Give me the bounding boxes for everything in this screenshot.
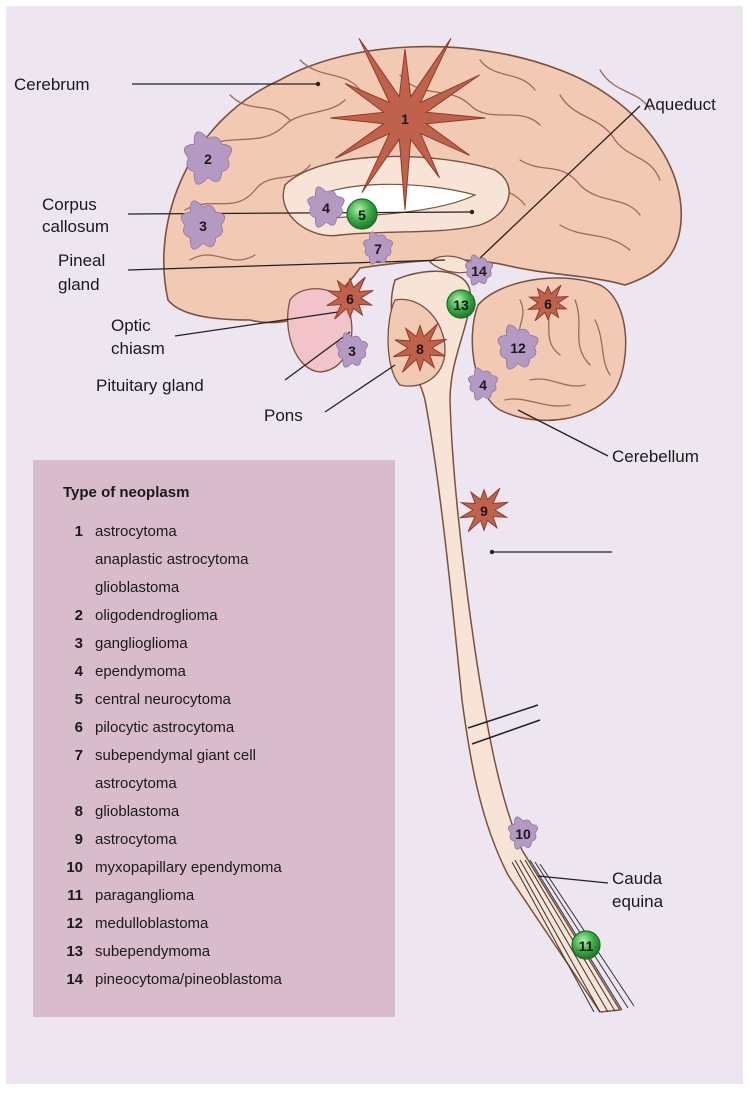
legend-item: 12 medulloblastoma [33, 912, 395, 936]
legend-item-number: 14 [53, 968, 83, 992]
tumour-marker: 5 [347, 199, 377, 229]
legend-item-text: subependymal giant cell [95, 744, 256, 768]
tumour-marker-number: 6 [346, 291, 354, 307]
legend-item-number: 9 [53, 828, 83, 852]
legend-item: 11 paraganglioma [33, 884, 395, 908]
legend-box: Type of neoplasm 1 astrocytoma anaplastic … [33, 460, 395, 1017]
legend-item-number: 7 [53, 744, 83, 768]
label-cerebrum: Cerebrum [14, 75, 90, 94]
legend-item: 4 ependymoma [33, 660, 395, 684]
legend-item-number: 8 [53, 800, 83, 824]
tumour-marker-number: 4 [322, 200, 330, 216]
legend-item: 10 myxopapillary ependymoma [33, 856, 395, 880]
label-optic: Optic [111, 316, 151, 335]
legend-item-number: 11 [53, 884, 83, 908]
legend-item-number: 2 [53, 604, 83, 628]
tumour-marker-number: 7 [374, 241, 382, 257]
tumour-marker-number: 10 [515, 826, 531, 842]
tumour-marker-number: 14 [471, 263, 487, 279]
legend-item: 6 pilocytic astrocytoma [33, 716, 395, 740]
legend-item: 1 astrocytoma [33, 520, 395, 544]
legend-item-text: astrocytoma [95, 772, 177, 796]
label-chiasm: chiasm [111, 339, 165, 358]
legend-item: 14 pineocytoma/pineoblastoma [33, 968, 395, 992]
legend-item-text: astrocytoma [95, 828, 177, 852]
legend-item: 2 oligodendroglioma [33, 604, 395, 628]
legend-item-number: 3 [53, 632, 83, 656]
tumour-marker-number: 9 [480, 503, 488, 519]
legend-title: Type of neoplasm [63, 484, 189, 501]
label-cauda: Cauda [612, 869, 663, 888]
tumour-marker-number: 8 [416, 341, 424, 357]
legend-item: anaplastic astrocytoma [33, 548, 395, 572]
legend-item-text: ganglioglioma [95, 632, 188, 656]
label-pineal: Pineal [58, 251, 105, 270]
label-corpus: Corpus [42, 195, 97, 214]
label-gland: gland [58, 275, 100, 294]
legend-item-text: glioblastoma [95, 576, 179, 600]
legend-item: 9 astrocytoma [33, 828, 395, 852]
tumour-marker-number: 6 [544, 296, 552, 312]
legend-item-text: subependymoma [95, 940, 210, 964]
label-pituitary: Pituitary gland [96, 376, 204, 395]
label-callosum: callosum [42, 217, 109, 236]
legend-item-text: medulloblastoma [95, 912, 208, 936]
legend-item-number: 10 [53, 856, 83, 880]
legend-item: astrocytoma [33, 772, 395, 796]
legend-item-number: 6 [53, 716, 83, 740]
tumour-marker-number: 11 [579, 938, 594, 954]
legend-item-text: ependymoma [95, 660, 186, 684]
legend-item: glioblastoma [33, 576, 395, 600]
legend-item-text: glioblastoma [95, 800, 179, 824]
tumour-marker: 11 [572, 931, 600, 959]
legend-item-text: pineocytoma/pineoblastoma [95, 968, 282, 992]
tumour-marker-number: 2 [204, 151, 212, 167]
legend-item-text: central neurocytoma [95, 688, 231, 712]
label-aqueduct: Aqueduct [644, 95, 716, 114]
label-pons: Pons [264, 406, 303, 425]
tumour-marker-number: 5 [358, 207, 366, 223]
legend-item-text: myxopapillary ependymoma [95, 856, 282, 880]
legend-item-number: 13 [53, 940, 83, 964]
tumour-marker-number: 1 [401, 111, 409, 127]
legend-item-text: oligodendroglioma [95, 604, 218, 628]
legend-item: 8 glioblastoma [33, 800, 395, 824]
tumour-marker-number: 13 [453, 297, 469, 313]
tumour-marker-number: 3 [348, 343, 356, 359]
tumour-marker: 13 [447, 290, 475, 318]
legend-item-text: astrocytoma [95, 520, 177, 544]
tumour-marker-number: 12 [510, 340, 526, 356]
tumour-marker-number: 4 [479, 377, 487, 393]
legend-item-number: 4 [53, 660, 83, 684]
legend-item: 7 subependymal giant cell [33, 744, 395, 768]
legend-item: 5 central neurocytoma [33, 688, 395, 712]
legend-item-text: anaplastic astrocytoma [95, 548, 248, 572]
legend-item-text: pilocytic astrocytoma [95, 716, 234, 740]
legend-item: 3 ganglioglioma [33, 632, 395, 656]
legend-item-number: 5 [53, 688, 83, 712]
label-equina: equina [612, 892, 664, 911]
legend-item-text: paraganglioma [95, 884, 194, 908]
label-cerebellum: Cerebellum [612, 447, 699, 466]
legend-item-number: 12 [53, 912, 83, 936]
legend-item: 13 subependymoma [33, 940, 395, 964]
legend-item-number: 1 [53, 520, 83, 544]
tumour-marker-number: 3 [199, 218, 207, 234]
